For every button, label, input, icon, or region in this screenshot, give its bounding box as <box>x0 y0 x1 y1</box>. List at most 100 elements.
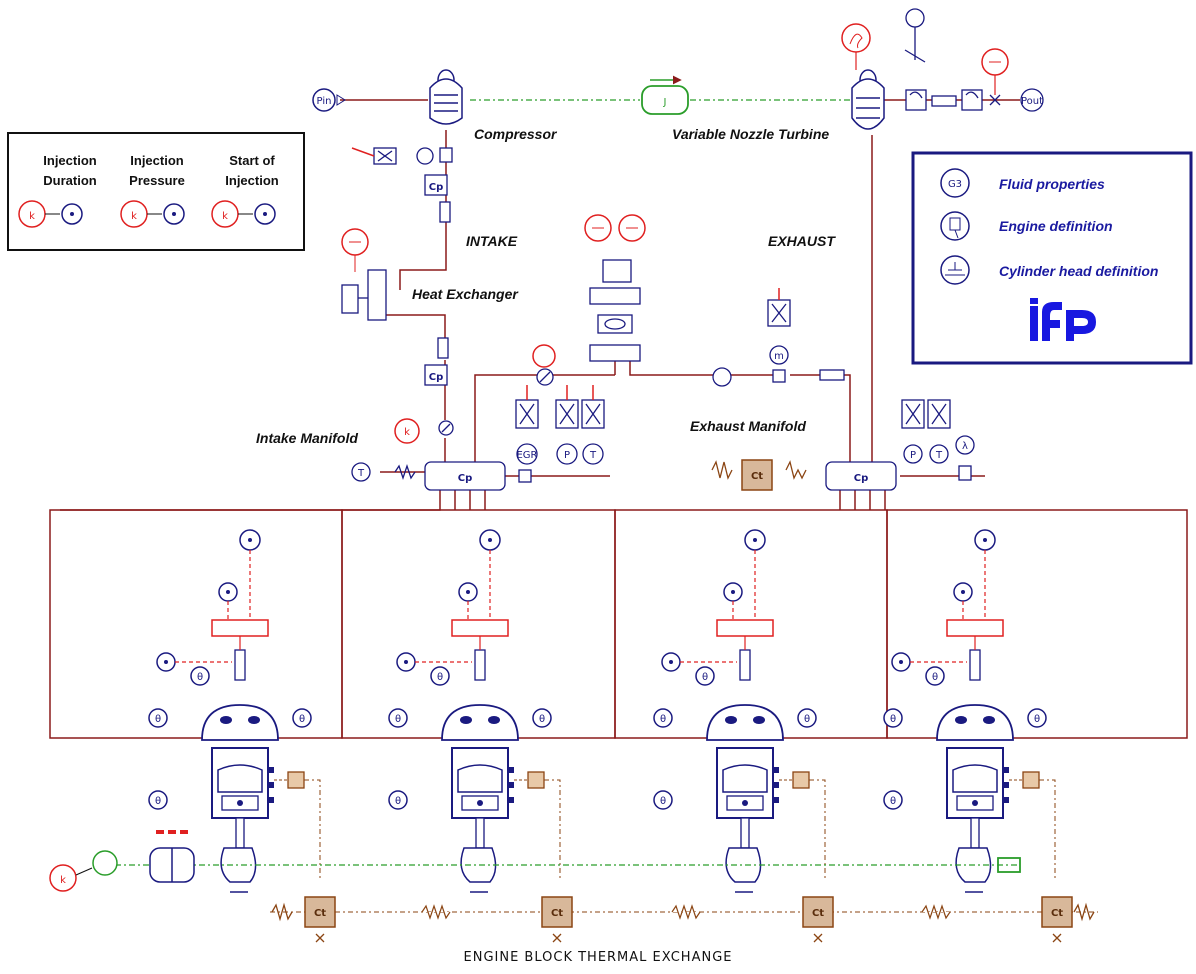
legend-injection-pressure-2: Pressure <box>129 173 185 188</box>
wall-port-4-2 <box>1003 782 1009 788</box>
cylinder-head-3[interactable] <box>707 705 783 740</box>
exhaust-valve-2 <box>488 716 500 724</box>
intake-cp2-symbol: Cp <box>429 372 444 383</box>
exhaust-components[interactable]: m <box>713 300 844 386</box>
exhaust-pressure-sensor[interactable] <box>982 49 1008 95</box>
compressor-icon[interactable] <box>430 70 462 124</box>
injector-1[interactable] <box>235 650 245 680</box>
theta-symbol-2-4: θ <box>395 796 401 807</box>
piston-pin-3 <box>742 800 748 806</box>
theta-symbol-1-2: θ <box>155 714 161 725</box>
block-conduction-resistance-3[interactable] <box>922 906 950 918</box>
piston-pin-4 <box>972 800 978 806</box>
wall-port-3-1 <box>773 767 779 773</box>
egr-pressure-symbol: P <box>564 450 570 461</box>
theta-symbol-2-2: θ <box>395 714 401 725</box>
connecting-rod-4 <box>971 818 979 848</box>
legend-engine-label: Engine definition <box>999 218 1113 234</box>
block-ct-symbol-1: Ct <box>314 908 326 919</box>
legend-start-injection-1: Start of <box>229 153 275 168</box>
intake-valve-1 <box>220 716 232 724</box>
egr-temp-symbol: T <box>589 450 597 461</box>
legend-injection: Injection Duration Injection Pressure St… <box>8 133 304 250</box>
wall-port-1-1 <box>268 767 274 773</box>
wall-thermal-node-1[interactable] <box>288 772 304 788</box>
injection-pressure-dot-2 <box>466 590 470 594</box>
intake-manifold-label: Intake Manifold <box>256 430 358 446</box>
intake-temp-symbol: T <box>357 468 365 479</box>
cylinder-head-4[interactable] <box>937 705 1013 740</box>
legend-k-1: k <box>29 211 35 222</box>
injector-controller-2[interactable] <box>452 620 508 636</box>
wall-port-3-2 <box>773 782 779 788</box>
intake-valve-2 <box>460 716 472 724</box>
turbine-label: Variable Nozzle Turbine <box>672 126 829 142</box>
legend-k-3: k <box>222 211 228 222</box>
theta-symbol-2-1: θ <box>437 672 443 683</box>
exhaust-valve-4 <box>983 716 995 724</box>
block-ct-symbol-2: Ct <box>551 908 563 919</box>
injection-pressure-dot-4 <box>961 590 965 594</box>
wall-port-2-2 <box>508 782 514 788</box>
wall-thermal-node-3[interactable] <box>793 772 809 788</box>
exhaust-thermal-node[interactable]: Ct <box>712 460 806 490</box>
exhaust-pressure-symbol: P <box>910 450 916 461</box>
heat-exchanger-label: Heat Exchanger <box>412 286 519 302</box>
exhaust-label: EXHAUST <box>768 233 836 249</box>
load-k-source[interactable]: k <box>50 851 117 891</box>
theta-symbol-1-1: θ <box>197 672 203 683</box>
injection-duration-dot-1 <box>248 538 252 542</box>
intake-cp1-symbol: Cp <box>429 182 444 193</box>
egr-components[interactable]: EGR P T <box>516 260 640 482</box>
intake-valve-3 <box>725 716 737 724</box>
exhaust-valves[interactable]: Pout <box>905 9 1043 111</box>
wall-thermal-node-2[interactable] <box>528 772 544 788</box>
turbine-sensor[interactable] <box>842 24 870 70</box>
cylinder-3: θθθθ <box>654 530 825 892</box>
theta-symbol-3-2: θ <box>660 714 666 725</box>
theta-symbol-4-1: θ <box>932 672 938 683</box>
injection-pressure-dot-1 <box>226 590 230 594</box>
wall-thermal-node-4[interactable] <box>1023 772 1039 788</box>
block-conduction-resistance-2[interactable] <box>672 906 700 918</box>
engine-block-label: ENGINE BLOCK THERMAL EXCHANGE <box>464 950 733 965</box>
theta-symbol-3-1: θ <box>702 672 708 683</box>
flywheel-icon[interactable] <box>150 848 194 882</box>
injector-3[interactable] <box>740 650 750 680</box>
intake-manifold[interactable]: Cp T <box>352 462 505 490</box>
wall-port-2-1 <box>508 767 514 773</box>
legend-k-2: k <box>131 211 137 222</box>
intake-label: INTAKE <box>466 233 518 249</box>
legend-cylinder-head-label: Cylinder head definition <box>999 263 1158 279</box>
start-of-injection-dot-1 <box>164 660 168 664</box>
heat-exchanger-sensor[interactable] <box>342 229 368 272</box>
turbine-icon[interactable] <box>852 70 884 129</box>
start-of-injection-dot-4 <box>899 660 903 664</box>
legend-injection-duration-2: Duration <box>43 173 97 188</box>
theta-symbol-1-3: θ <box>299 714 305 725</box>
intake-k-source[interactable]: k <box>395 419 419 443</box>
exhaust-lambda-symbol: λ <box>962 441 968 452</box>
theta-symbol-1-4: θ <box>155 796 161 807</box>
injector-4[interactable] <box>970 650 980 680</box>
flywheel-sensors <box>156 830 188 834</box>
injection-duration-dot-2 <box>488 538 492 542</box>
block-ct-symbol-4: Ct <box>1051 908 1063 919</box>
egr-symbol: EGR <box>516 450 537 461</box>
block-ground-3 <box>814 934 822 942</box>
cylinder-head-1[interactable] <box>202 705 278 740</box>
cylinder-head-2[interactable] <box>442 705 518 740</box>
exhaust-valve-1 <box>248 716 260 724</box>
block-conduction-resistance-1[interactable] <box>422 906 450 918</box>
injector-2[interactable] <box>475 650 485 680</box>
intake-k-symbol: k <box>404 427 410 438</box>
cylinder-2: θθθθ <box>389 530 560 892</box>
legend-definitions: G3 Fluid properties Engine definition Cy… <box>913 153 1191 363</box>
injector-controller-4[interactable] <box>947 620 1003 636</box>
injector-controller-1[interactable] <box>212 620 268 636</box>
engine-definition-icon[interactable] <box>941 212 969 240</box>
theta-symbol-4-2: θ <box>890 714 896 725</box>
injector-controller-3[interactable] <box>717 620 773 636</box>
cylinder-4: θθθθ <box>884 530 1055 892</box>
